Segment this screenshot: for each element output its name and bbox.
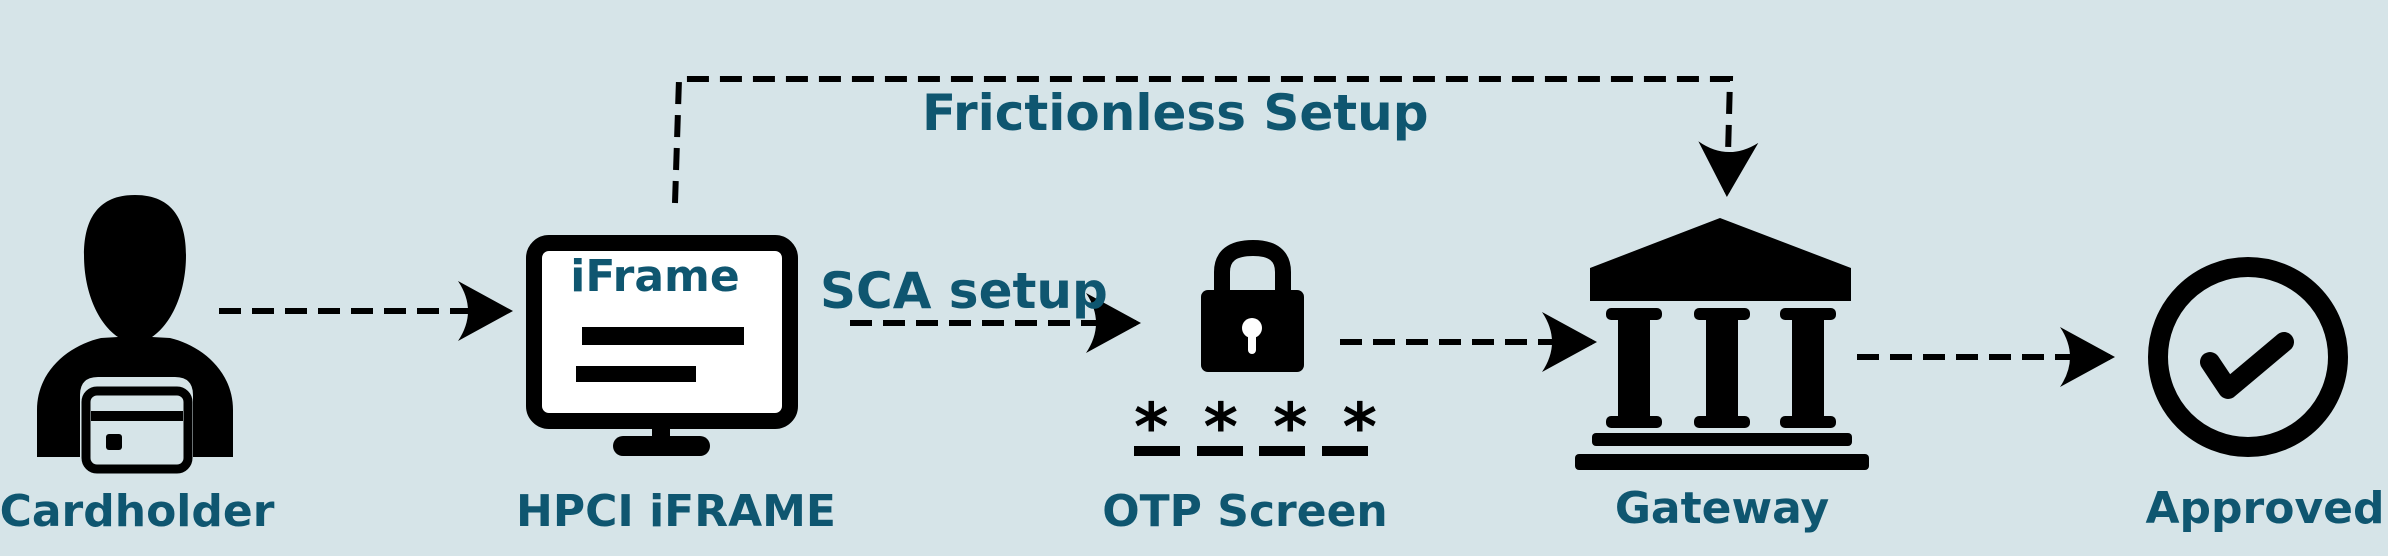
monitor-icon: [526, 235, 798, 456]
hpci-screen-text: iFrame: [570, 251, 740, 302]
approved-label: Approved: [2145, 483, 2385, 534]
bank-building-icon: [1575, 218, 1869, 470]
text-line-bar: [582, 327, 744, 345]
sca-setup-label: SCA setup: [820, 262, 1108, 320]
user-card-icon: [37, 195, 233, 474]
frictionless-setup-label: Frictionless Setup: [922, 84, 1429, 142]
unlocked-padlock-icon: [1201, 239, 1304, 372]
otp-masked-digits: * * * *: [1134, 389, 1383, 466]
check-circle-icon: [2148, 257, 2348, 457]
otp-screen-label: OTP Screen: [1102, 486, 1388, 537]
text-line-bar: [576, 366, 696, 382]
cardholder-label: Cardholder: [0, 486, 275, 537]
hpci-iframe-label: HPCI iFRAME: [516, 486, 836, 537]
gateway-label: Gateway: [1614, 483, 1830, 534]
arrow-hpci-to-gateway-frictionless: [672, 76, 1759, 204]
otp-underscore-marks: [1134, 446, 1368, 456]
connector-arrows: [219, 76, 2115, 387]
